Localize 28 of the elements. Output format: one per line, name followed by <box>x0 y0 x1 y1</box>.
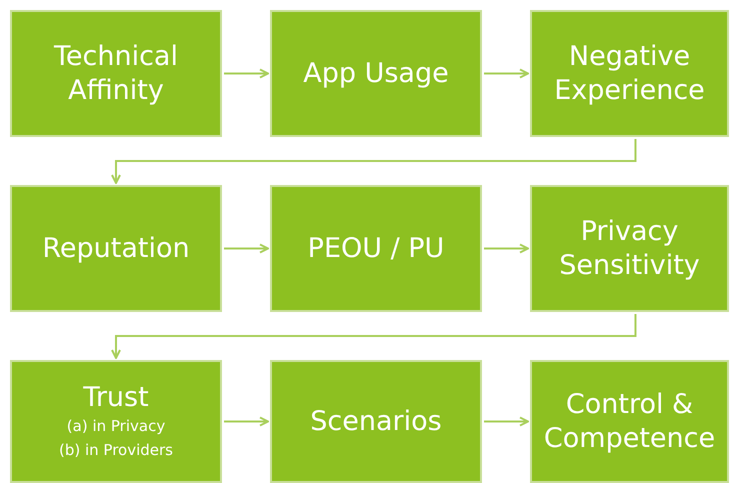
process-box <box>530 185 729 312</box>
process-box <box>10 10 222 137</box>
arrow <box>224 244 269 254</box>
box-title: App Usage <box>303 56 449 90</box>
box-title: Trust <box>83 380 149 414</box>
process-box <box>270 360 482 483</box>
box-title: Scenarios <box>310 404 442 438</box>
box-title: Reputation <box>42 232 190 266</box>
box-title: Negative Experience <box>553 40 706 108</box>
box-note: (a) in Privacy <box>66 416 166 438</box>
arrow <box>484 244 529 254</box>
arrow <box>224 68 269 78</box>
arrow <box>111 314 636 359</box>
box-title: Control & Competence <box>542 388 716 456</box>
box-note: (b) in Providers <box>58 440 173 462</box>
process-box <box>10 185 222 312</box>
box-title: Technical Affinity <box>52 40 179 108</box>
arrow <box>224 416 269 426</box>
process-box <box>270 185 482 312</box>
arrow <box>111 139 636 184</box>
box-title: PEOU / PU <box>308 232 444 266</box>
arrow <box>484 68 529 78</box>
process-box <box>270 10 482 137</box>
arrow <box>484 416 529 426</box>
process-box <box>10 360 222 483</box>
process-box <box>530 10 729 137</box>
process-box <box>530 360 729 483</box>
box-title: Privacy Sensitivity <box>558 214 701 282</box>
